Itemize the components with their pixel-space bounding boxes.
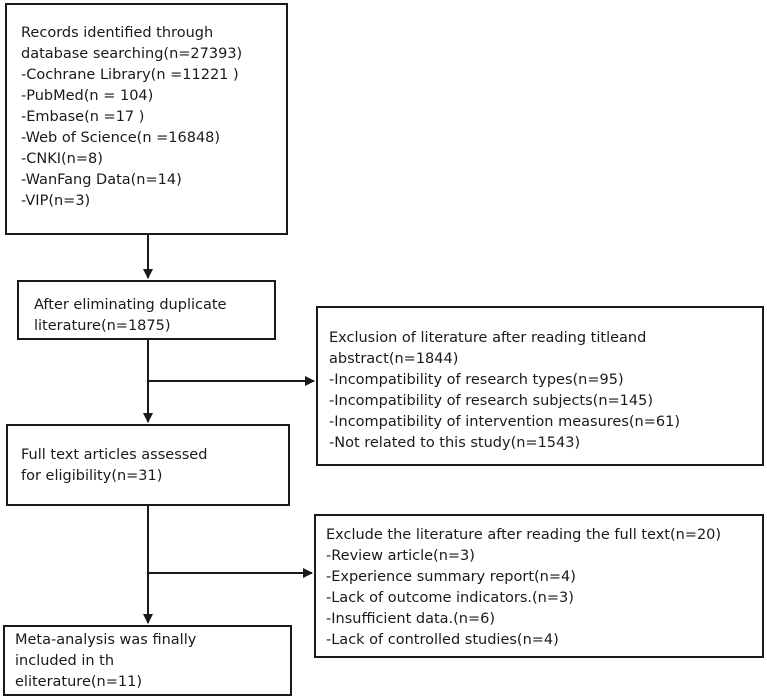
title-abstract-line-2: abstract(n=1844): [329, 351, 459, 367]
records-line-5: -Embase(n =17 ): [21, 109, 145, 125]
full-text-exclusion-line-2: -Review article(n=3): [326, 548, 475, 564]
records-line-7: -CNKI(n=8): [21, 151, 103, 167]
full-text-exclusion-line-5: -Insufficient data.(n=6): [326, 611, 496, 627]
records-line-4: -PubMed(n = 104): [21, 88, 154, 104]
duplicates-removed-box: After eliminating duplicate literature(n…: [17, 280, 276, 340]
title-abstract-line-5: -Incompatibility of intervention measure…: [329, 414, 680, 430]
meta-line-1: Meta-analysis was finally: [15, 632, 197, 648]
records-line-8: -WanFang Data(n=14): [21, 172, 182, 188]
title-abstract-line-6: -Not related to this study(n=1543): [329, 435, 581, 451]
title-abstract-line-4: -Incompatibility of research subjects(n=…: [329, 393, 653, 409]
dedup-line-2: literature(n=1875): [34, 318, 171, 334]
meta-analysis-included-box: Meta-analysis was finally included in th…: [3, 625, 292, 696]
title-abstract-line-3: -Incompatibility of research types(n=95): [329, 372, 624, 388]
full-text-exclusion-line-4: -Lack of outcome indicators.(n=3): [326, 590, 574, 606]
records-identified-box: Records identified through database sear…: [5, 3, 288, 235]
title-abstract-line-1: Exclusion of literature after reading ti…: [329, 330, 647, 346]
full-text-exclusion-line-6: -Lack of controlled studies(n=4): [326, 632, 559, 648]
records-line-3: -Cochrane Library(n =11221 ): [21, 67, 239, 83]
records-line-9: -VIP(n=3): [21, 193, 91, 209]
full-text-exclusion-line-1: Exclude the literature after reading the…: [326, 527, 722, 543]
records-line-1: Records identified through: [21, 25, 214, 41]
meta-line-2: included in th: [15, 653, 115, 669]
records-line-2: database searching(n=27393): [21, 46, 243, 62]
full-text-exclusion-line-3: -Experience summary report(n=4): [326, 569, 576, 585]
full-text-exclusion-box: Exclude the literature after reading the…: [314, 514, 764, 658]
records-line-6: -Web of Science(n =16848): [21, 130, 221, 146]
title-abstract-exclusion-box: Exclusion of literature after reading ti…: [316, 306, 764, 466]
dedup-line-1: After eliminating duplicate: [34, 297, 227, 313]
full-text-assessed-box: Full text articles assessed for eligibil…: [6, 424, 290, 506]
meta-line-3: eliterature(n=11): [15, 674, 142, 690]
full-text-line-1: Full text articles assessed: [21, 447, 208, 463]
full-text-line-2: for eligibility(n=31): [21, 468, 163, 484]
